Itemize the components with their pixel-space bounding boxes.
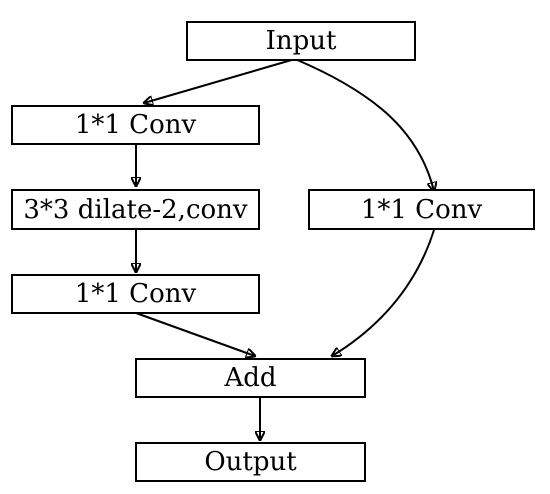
add-node: Add <box>135 358 366 398</box>
conv1x1-shortcut-node: 1*1 Conv <box>308 189 535 230</box>
conv1x1-b-node: 1*1 Conv <box>11 274 260 314</box>
edge-conv1x1-b-to-add <box>135 312 255 356</box>
edge-input-to-conv1x1-shortcut <box>294 58 434 191</box>
dilated-conv-node: 3*3 dilate-2,conv <box>11 189 260 230</box>
output-node: Output <box>135 442 366 482</box>
input-node: Input <box>186 21 416 61</box>
edge-conv1x1-shortcut-to-add <box>332 229 435 356</box>
edge-input-to-conv1x1-a <box>144 58 296 103</box>
conv1x1-a-node: 1*1 Conv <box>11 105 260 145</box>
